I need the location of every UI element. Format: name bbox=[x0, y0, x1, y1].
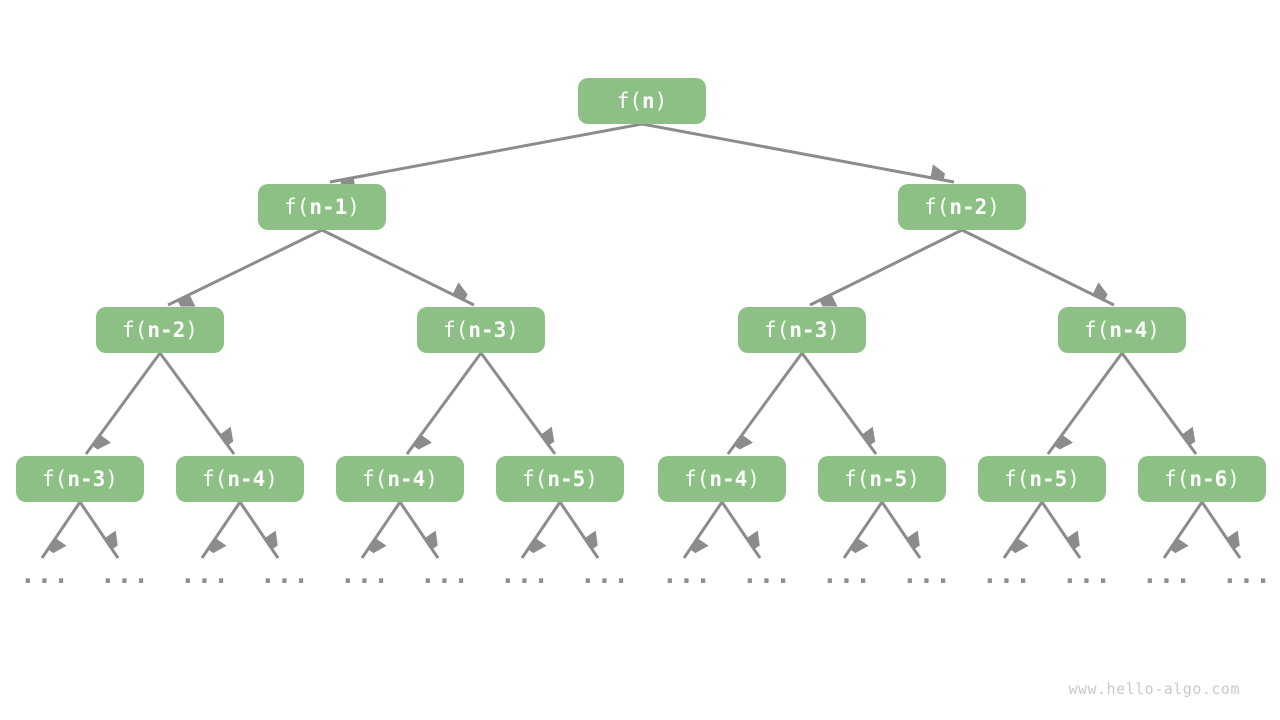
ellipsis: ... bbox=[20, 560, 70, 590]
node-label: f(n-4) bbox=[202, 467, 278, 491]
ellipsis: ... bbox=[180, 560, 230, 590]
ellipsis: ... bbox=[902, 560, 952, 590]
tree-node: f(n-3) bbox=[417, 307, 545, 353]
tree-node: f(n-2) bbox=[898, 184, 1026, 230]
ellipsis: ... bbox=[500, 560, 550, 590]
ellipsis: ... bbox=[1222, 560, 1272, 590]
node-label: f(n-3) bbox=[443, 318, 519, 342]
node-label: f(n-3) bbox=[42, 467, 118, 491]
ellipsis: ... bbox=[100, 560, 150, 590]
node-label: f(n-2) bbox=[122, 318, 198, 342]
tree-node: f(n-1) bbox=[258, 184, 386, 230]
tree-node: f(n-5) bbox=[496, 456, 624, 502]
tree-edge-lines bbox=[40, 122, 1240, 559]
node-label: f(n-5) bbox=[1004, 467, 1080, 491]
node-label: f(n-4) bbox=[684, 467, 760, 491]
ellipsis: ... bbox=[1062, 560, 1112, 590]
node-label: f(n-4) bbox=[1084, 318, 1160, 342]
node-label: f(n-5) bbox=[522, 467, 598, 491]
ellipsis: ... bbox=[662, 560, 712, 590]
tree-node: f(n-3) bbox=[738, 307, 866, 353]
watermark: www.hello-algo.com bbox=[1068, 680, 1240, 698]
node-label: f(n-5) bbox=[844, 467, 920, 491]
tree-node-root: f(n) bbox=[578, 78, 706, 124]
ellipsis: ... bbox=[742, 560, 792, 590]
tree-node: f(n-4) bbox=[176, 456, 304, 502]
node-label: f(n-6) bbox=[1164, 467, 1240, 491]
tree-node: f(n-4) bbox=[1058, 307, 1186, 353]
tree-node: f(n-5) bbox=[978, 456, 1106, 502]
node-label: f(n-3) bbox=[764, 318, 840, 342]
ellipsis: ... bbox=[1142, 560, 1192, 590]
tree-node: f(n-2) bbox=[96, 307, 224, 353]
ellipsis: ... bbox=[822, 560, 872, 590]
tree-node: f(n-4) bbox=[658, 456, 786, 502]
node-label: f(n-1) bbox=[284, 195, 360, 219]
node-label: f(n-4) bbox=[362, 467, 438, 491]
tree-node: f(n-5) bbox=[818, 456, 946, 502]
tree-node: f(n-4) bbox=[336, 456, 464, 502]
node-label: f(n) bbox=[616, 89, 668, 113]
ellipsis: ... bbox=[982, 560, 1032, 590]
ellipsis: ... bbox=[580, 560, 630, 590]
tree-node: f(n-3) bbox=[16, 456, 144, 502]
ellipsis: ... bbox=[260, 560, 310, 590]
ellipsis: ... bbox=[420, 560, 470, 590]
node-label: f(n-2) bbox=[924, 195, 1000, 219]
ellipsis: ... bbox=[340, 560, 390, 590]
tree-node: f(n-6) bbox=[1138, 456, 1266, 502]
